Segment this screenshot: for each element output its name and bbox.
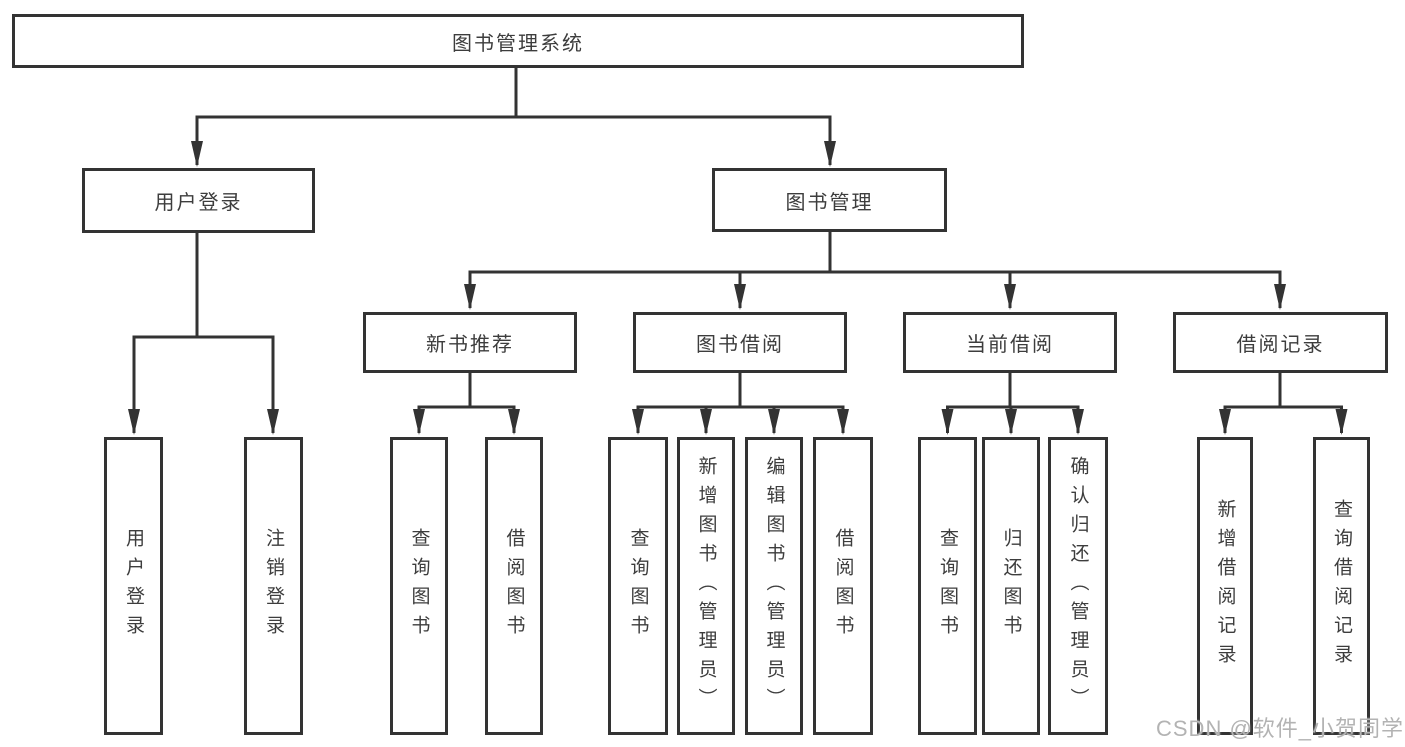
leaf-logout: 注销登录 [244,437,303,735]
leaf-borrow-books-recommend: 借阅图书 [485,437,543,735]
csdn-watermark: CSDN @软件_小贺同学 [1156,716,1405,741]
leaf-add-book-admin: 新增图书（管理员） [677,437,735,735]
leaf-query-books-recommend: 查询图书 [390,437,448,735]
leaf-edit-book-admin-label: 编辑图书（管理员） [763,455,785,717]
leaf-confirm-return-admin-label: 确认归还（管理员） [1067,455,1089,717]
leaf-return-book: 归还图书 [982,437,1040,735]
leaf-logout-label: 注销登录 [263,528,284,644]
leaf-query-books-current: 查询图书 [918,437,977,735]
leaf-query-books-current-label: 查询图书 [937,528,958,644]
leaf-add-borrow-record: 新增借阅记录 [1197,437,1253,735]
leaf-query-borrow-record: 查询借阅记录 [1313,437,1370,735]
node-library-system: 图书管理系统 [12,14,1024,68]
node-book-borrow: 图书借阅 [633,312,847,373]
node-current-borrow: 当前借阅 [903,312,1117,373]
leaf-borrow-books: 借阅图书 [813,437,873,735]
node-borrow-records: 借阅记录 [1173,312,1388,373]
leaf-borrow-books-label: 借阅图书 [832,528,854,644]
node-user-login: 用户登录 [82,168,315,233]
leaf-query-books-borrow: 查询图书 [608,437,668,735]
leaf-user-login-label: 用户登录 [123,528,144,644]
leaf-query-borrow-record-label: 查询借阅记录 [1331,499,1352,673]
leaf-add-borrow-record-label: 新增借阅记录 [1214,499,1236,673]
leaf-edit-book-admin: 编辑图书（管理员） [745,437,803,735]
leaf-add-book-admin-label: 新增图书（管理员） [695,455,717,717]
leaf-borrow-books-recommend-label: 借阅图书 [503,528,525,644]
leaf-confirm-return-admin: 确认归还（管理员） [1048,437,1108,735]
leaf-query-books-borrow-label: 查询图书 [627,528,649,644]
node-new-book-recommend: 新书推荐 [363,312,577,373]
node-book-management: 图书管理 [712,168,947,232]
leaf-query-books-recommend-label: 查询图书 [408,528,430,644]
leaf-user-login: 用户登录 [104,437,163,735]
leaf-return-book-label: 归还图书 [1000,528,1022,644]
